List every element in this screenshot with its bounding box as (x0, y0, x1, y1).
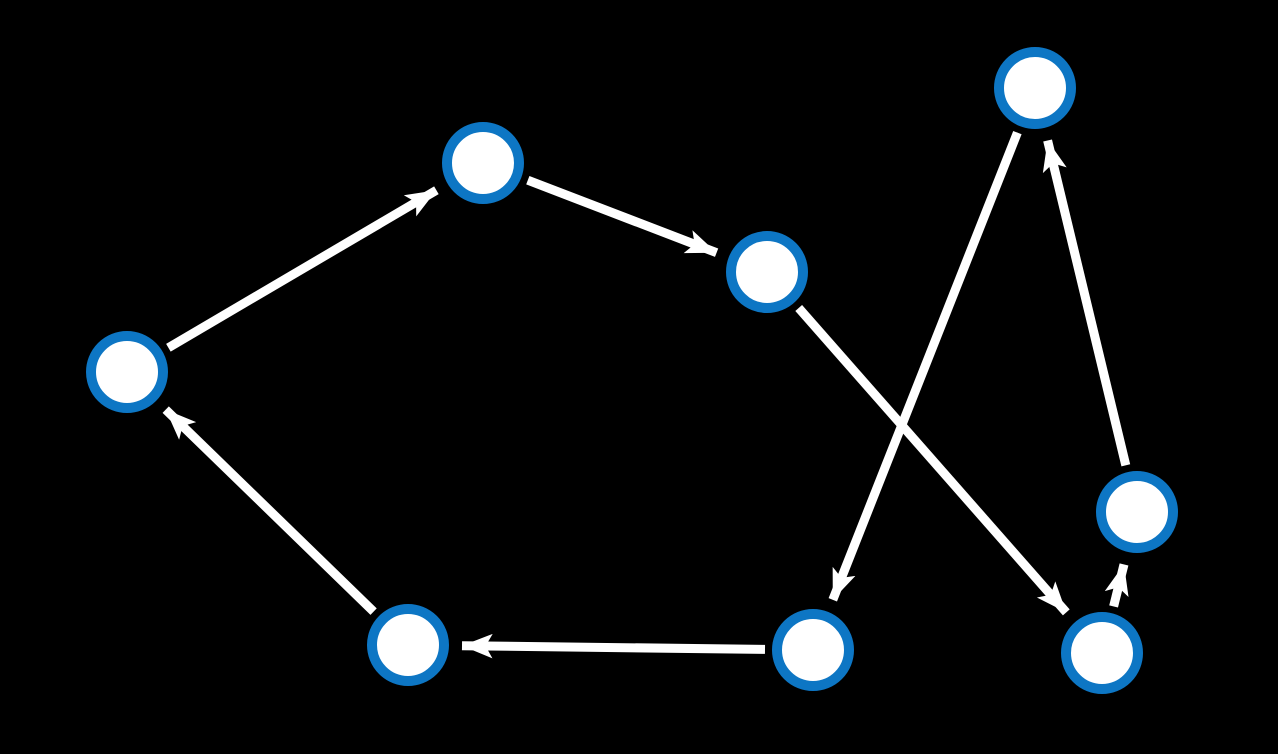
graph-edge-node-bottom-right-to-node-right (1104, 563, 1129, 608)
nodes-layer (86, 47, 1178, 694)
graph-edge-node-right-to-node-top-right (1042, 139, 1131, 467)
graph-edge-node-upper-left-to-node-upper-middle (526, 175, 719, 257)
graph-edge-node-bottom-left-to-node-left (162, 406, 377, 615)
graph-edge-node-top-right-to-node-bottom-center (828, 130, 1022, 602)
node-bottom-center (772, 609, 854, 691)
node-top-right (994, 47, 1076, 129)
node-right (1096, 471, 1178, 553)
node-left (86, 331, 168, 413)
graph-edge-node-upper-middle-to-node-bottom-right (795, 305, 1070, 616)
graph-edge-node-left-to-node-upper-left (166, 186, 439, 352)
node-bottom-left (367, 604, 449, 686)
graph-edge-node-bottom-center-to-node-bottom-left (461, 633, 766, 659)
edges-layer (162, 130, 1131, 659)
node-upper-middle (726, 231, 808, 313)
node-bottom-right (1061, 612, 1143, 694)
node-upper-left (442, 122, 524, 204)
